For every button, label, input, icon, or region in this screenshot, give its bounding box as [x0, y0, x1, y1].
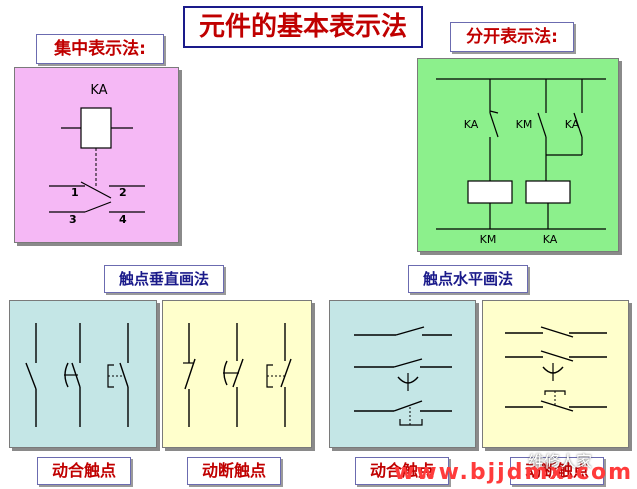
concentrated-panel: KA 1 2 3 4	[14, 67, 179, 243]
caption-horizontal-make: 动合触点	[355, 457, 449, 485]
horizontal-make-panel	[329, 300, 476, 448]
vertical-break-panel	[162, 300, 312, 448]
contact-label-3: KA	[565, 118, 580, 131]
caption-vertical-make: 动合触点	[37, 457, 131, 485]
coil-symbol-km	[467, 180, 513, 204]
horizontal-break-diagram	[505, 326, 607, 412]
caption-horizontal-break: 动断触点	[510, 457, 604, 485]
coil-label: KA	[90, 83, 107, 98]
vertical-break-diagram	[183, 323, 292, 427]
terminal-1: 1	[71, 186, 79, 199]
separated-diagram: KA KM KA KM KA	[436, 78, 606, 246]
contact-label-1: KA	[464, 118, 479, 131]
horizontal-break-panel	[482, 300, 629, 448]
coil-label-2: KA	[543, 233, 558, 246]
vertical-label: 触点垂直画法	[104, 265, 224, 293]
vertical-make-panel	[9, 300, 157, 448]
watermark-url: www.bjjdmx.com	[393, 460, 633, 485]
coil-symbol	[80, 107, 112, 149]
coil-label-1: KM	[480, 233, 497, 246]
watermark-overlay: 维修人家	[528, 452, 593, 471]
concentrated-label: 集中表示法:	[36, 34, 164, 64]
make-contact-blade	[84, 201, 112, 213]
horizontal-make-diagram	[354, 326, 452, 426]
caption-vertical-break: 动断触点	[187, 457, 281, 485]
terminal-2: 2	[119, 186, 127, 199]
coil-symbol-ka	[525, 180, 571, 204]
vertical-make-diagram	[25, 323, 129, 427]
terminal-4: 4	[119, 213, 127, 226]
page-title: 元件的基本表示法	[183, 6, 423, 48]
terminal-3: 3	[69, 213, 77, 226]
separated-label: 分开表示法:	[450, 22, 574, 52]
horizontal-label: 触点水平画法	[408, 265, 528, 293]
concentrated-diagram: KA 1 2 3 4	[49, 83, 145, 226]
separated-panel: KA KM KA KM KA	[417, 58, 619, 252]
break-contact-blade	[80, 181, 112, 199]
contact-label-2: KM	[516, 118, 533, 131]
